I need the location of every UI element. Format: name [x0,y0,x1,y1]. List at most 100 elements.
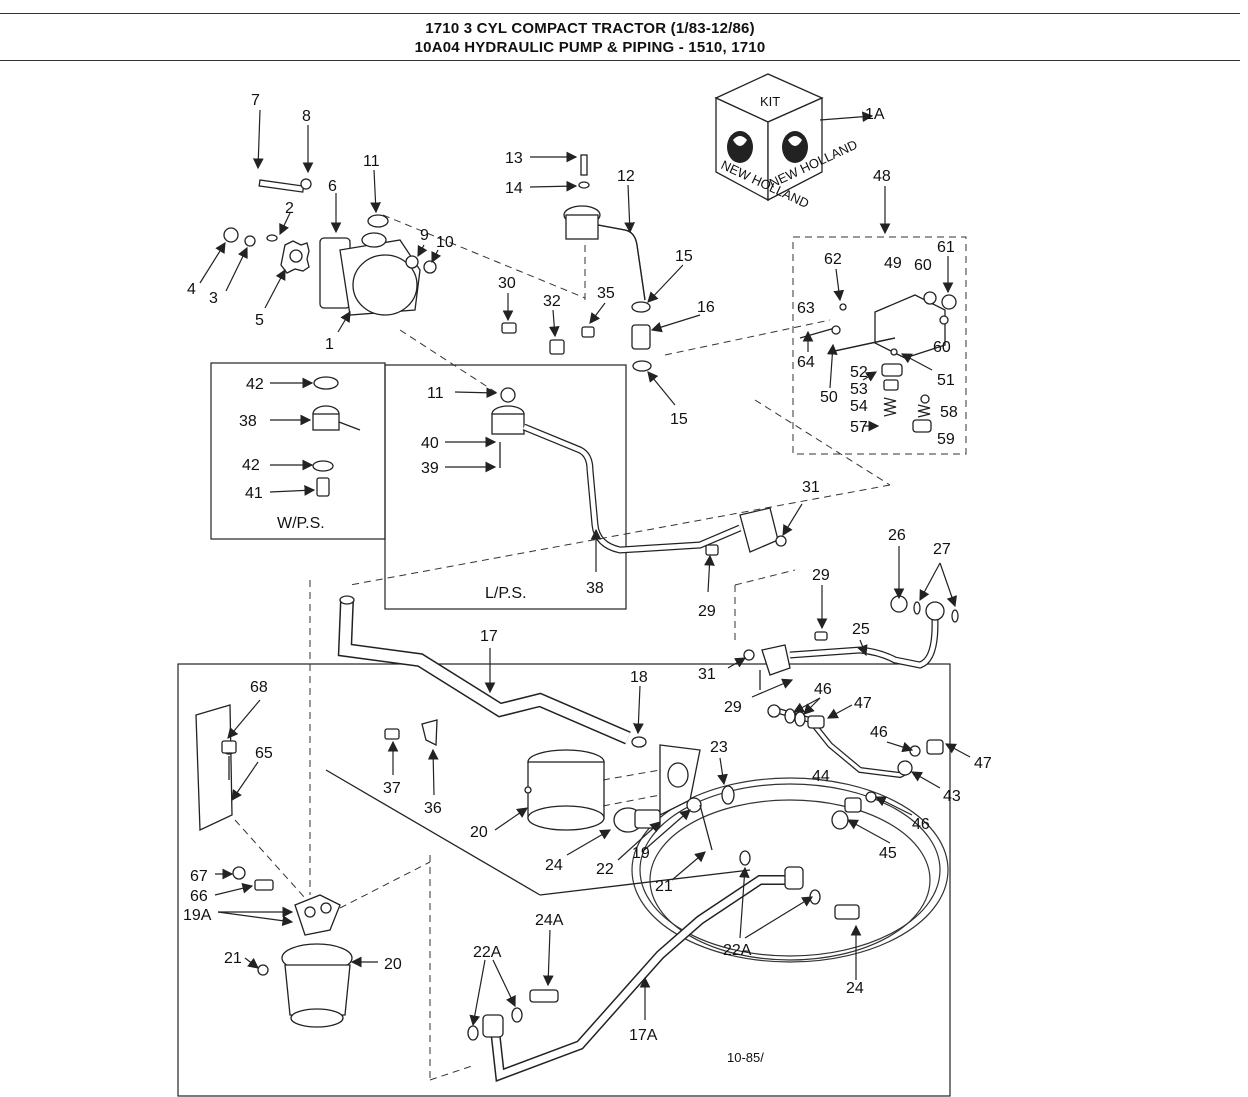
callout-15a: 15 [675,248,693,265]
callout-29c: 29 [724,699,742,716]
callout-13: 13 [505,150,523,167]
pipe-17 [337,595,647,748]
callout-44: 44 [812,768,830,785]
top-rule [0,13,1240,14]
callout-18: 18 [630,669,648,686]
hydraulic-pump [223,178,437,316]
pipe-17A [467,850,860,1082]
callout-36: 36 [424,800,442,817]
callout-63: 63 [797,300,815,317]
callout-30: 30 [498,275,516,292]
filter-section-box [177,663,951,1097]
callout-32: 32 [543,293,561,310]
callout-25: 25 [852,621,870,638]
callout-23: 23 [710,739,728,756]
new-holland-logo-icon [727,131,808,163]
callout-65: 65 [255,745,273,762]
callout-2: 2 [285,200,294,217]
fittings-30-32-35 [501,322,595,355]
callout-24b: 24 [846,980,864,997]
wps-label: W/P.S. [277,515,325,532]
callout-29b: 29 [812,567,830,584]
callout-22Aa: 22A [473,944,502,961]
header: 1710 3 CYL COMPACT TRACTOR (1/83-12/86) … [0,0,1248,66]
callout-21a: 21 [655,878,673,895]
callout-20b: 20 [384,956,402,973]
callout-17: 17 [480,628,498,645]
callout-19A: 19A [183,907,212,924]
callout-46c: 46 [912,816,930,833]
callout-67: 67 [190,868,208,885]
callout-21b: 21 [224,950,242,967]
callout-64: 64 [797,354,815,371]
callout-7: 7 [251,92,260,109]
pipe-43 [767,704,944,779]
callout-3: 3 [209,290,218,307]
callout-22: 22 [596,861,614,878]
callout-58: 58 [940,404,958,421]
callout-31a: 31 [802,479,820,496]
filter-20-lower [195,704,353,1028]
callout-59: 59 [937,431,955,448]
callout-38a: 38 [239,413,257,430]
callout-57: 57 [850,419,868,436]
callout-48: 48 [873,168,891,185]
pipe-25 [743,595,959,676]
callout-5: 5 [255,312,264,329]
callout-47a: 47 [854,695,872,712]
callout-47b: 47 [974,755,992,772]
title-line-1: 1710 3 CYL COMPACT TRACTOR (1/83-12/86) [425,20,755,37]
callout-14: 14 [505,180,523,197]
callout-19: 19 [632,845,650,862]
callout-10: 10 [436,234,454,251]
callout-24A: 24A [535,912,564,929]
callout-62: 62 [824,251,842,268]
callout-11b: 11 [427,385,444,402]
callout-50: 50 [820,389,838,406]
callout-51: 51 [937,372,955,389]
callout-11a: 11 [363,153,380,170]
wps-parts [312,376,361,497]
callout-labels: 7 8 11 6 2 9 10 4 3 5 1 13 14 12 15 16 1… [183,92,992,1065]
bottom-rule [0,60,1240,61]
callout-40: 40 [421,435,439,452]
callout-37: 37 [383,780,401,797]
callout-60b: 60 [933,339,951,356]
routing-lines [234,214,891,1081]
callout-31b: 31 [698,666,716,683]
callout-24a: 24 [545,857,563,874]
callout-49: 49 [884,255,902,272]
callout-66: 66 [190,888,208,905]
callout-68: 68 [250,679,268,696]
lps-label: L/P.S. [485,585,527,602]
callout-4: 4 [187,281,196,298]
filter-20-upper [524,744,735,851]
kit-cube: KIT NEW HOLLAND NEW HOLLAND [714,73,860,211]
callout-27: 27 [933,541,951,558]
pipe-12-assembly [563,154,652,372]
callout-39: 39 [421,460,439,477]
callout-54: 54 [850,398,868,415]
hose-44 [631,777,949,963]
callout-15b: 15 [670,411,688,428]
callout-53: 53 [850,381,868,398]
pipe-38 [491,387,787,556]
callout-17A: 17A [629,1027,658,1044]
callout-16: 16 [697,299,715,316]
callout-42b: 42 [242,457,260,474]
callout-12: 12 [617,168,635,185]
callout-22Ab: 22A [723,942,752,959]
callout-35: 35 [597,285,615,302]
callout-20a: 20 [470,824,488,841]
title-line-2: 10A04 HYDRAULIC PUMP & PIPING - 1510, 17… [414,39,766,56]
callout-46b: 46 [870,724,888,741]
misc-parts [221,719,438,754]
callout-42a: 42 [246,376,264,393]
kit-label: KIT [760,94,780,109]
callout-38b: 38 [586,580,604,597]
callout-45: 45 [879,845,897,862]
callout-6: 6 [328,178,337,195]
callout-1: 1 [325,336,334,353]
kit-48-dashed-box [792,236,967,455]
